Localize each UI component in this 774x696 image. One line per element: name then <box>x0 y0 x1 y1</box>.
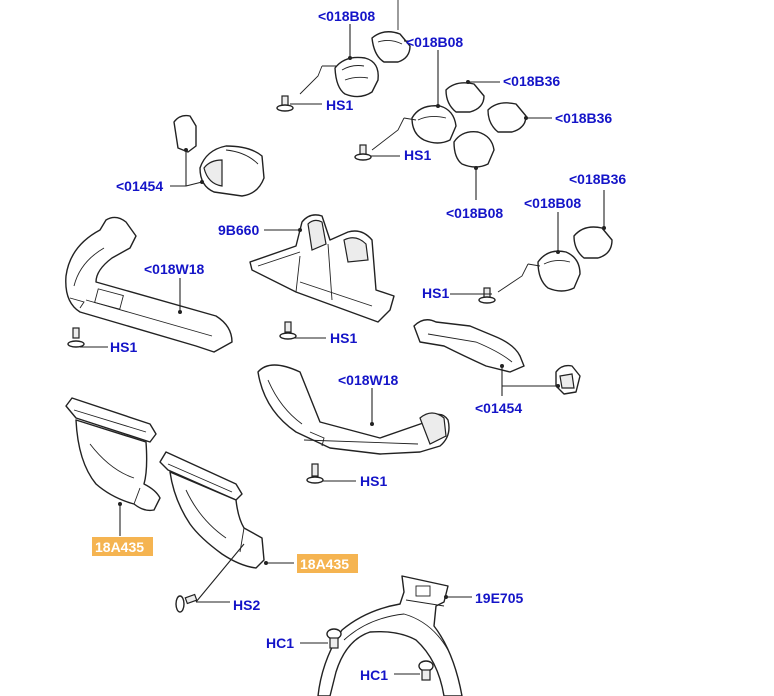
screw-hs1-middle <box>354 144 372 161</box>
label-hs1-far-right: HS1 <box>422 285 449 301</box>
label-01454-left: <01454 <box>116 178 163 194</box>
label-018b08-far: <018B08 <box>524 195 581 211</box>
label-hc1-b: HC1 <box>360 667 388 683</box>
label-018w18-left: <018W18 <box>144 261 205 277</box>
vent-housing-top <box>299 0 411 98</box>
clip-hc1-b <box>418 660 434 681</box>
screw-hs1-center <box>279 321 297 340</box>
long-duct-center <box>257 364 450 455</box>
label-9b660: 9B660 <box>218 222 259 238</box>
label-hs1-left: HS1 <box>110 339 137 355</box>
screw-hs1-far-right <box>478 287 496 304</box>
label-hs1-top: HS1 <box>326 97 353 113</box>
label-018b36-a: <018B36 <box>503 73 560 89</box>
vent-housing-far-right <box>497 226 613 293</box>
label-018b36-far: <018B36 <box>569 171 626 187</box>
vent-housing-middle <box>371 82 527 168</box>
label-hs1-center: HS1 <box>330 330 357 346</box>
label-hc1-a: HC1 <box>266 635 294 651</box>
bracket-19e705 <box>317 575 463 696</box>
small-duct-left <box>173 114 265 197</box>
label-018b08-middle: <018B08 <box>406 34 463 50</box>
label-018b08-top: <018B08 <box>318 8 375 24</box>
clip-hc1-a <box>326 628 342 649</box>
air-distributor-9b660 <box>249 214 395 323</box>
floor-duct-a <box>65 397 161 512</box>
label-hs2: HS2 <box>233 597 260 613</box>
screw-hs1-lower <box>306 463 324 484</box>
label-19e705: 19E705 <box>475 590 523 606</box>
label-hs1-lower: HS1 <box>360 473 387 489</box>
highlight-18a435-b: 18A435 <box>297 554 358 573</box>
small-duct-right <box>413 319 581 395</box>
leader-lines <box>80 24 606 675</box>
label-18a435-b: 18A435 <box>300 556 349 572</box>
screw-hs2 <box>175 593 198 613</box>
highlight-18a435-a: 18A435 <box>92 537 153 556</box>
screw-hs1-top <box>276 95 294 112</box>
label-18a435-a: 18A435 <box>95 539 144 555</box>
label-018w18-center: <018W18 <box>338 372 399 388</box>
long-duct-left <box>65 216 233 353</box>
label-018b36-b: <018B36 <box>555 110 612 126</box>
screw-hs1-left <box>67 327 85 348</box>
floor-duct-b <box>159 451 265 569</box>
label-hs1-middle: HS1 <box>404 147 431 163</box>
label-01454-right: <01454 <box>475 400 522 416</box>
label-018b08-bottom: <018B08 <box>446 205 503 221</box>
